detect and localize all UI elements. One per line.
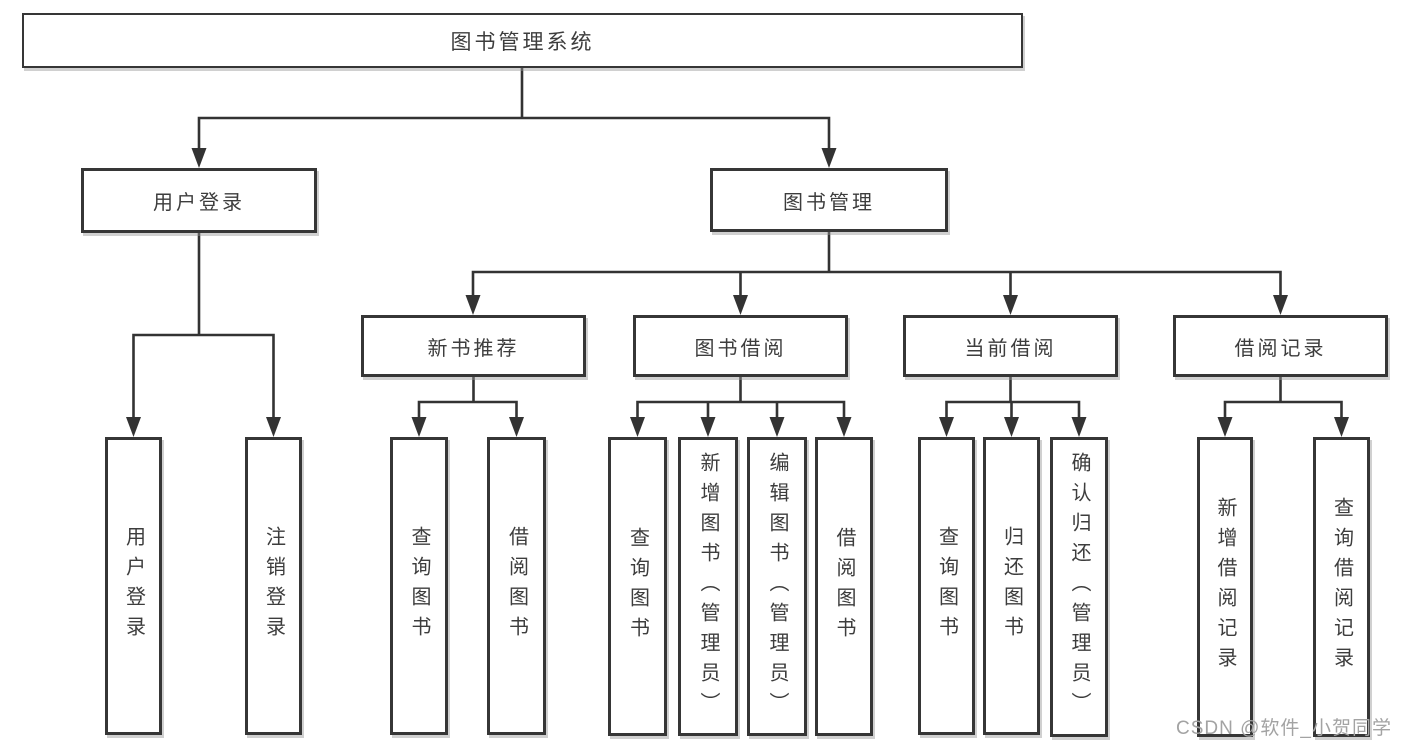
connector-records-to-leaves [1223,377,1343,420]
node-new-book-recommend: 新书推荐 [361,315,586,377]
arrowheads-records-leaves [1217,417,1349,437]
leaf-newbook-query: 查询图书 [390,437,448,735]
leaf-borrow-query-label: 查询图书 [626,526,649,647]
leaf-borrow-borrow-label: 借阅图书 [833,526,855,647]
leaf-record-query-label: 查询借阅记录 [1330,497,1353,677]
connector-root-to-level2 [197,68,831,150]
leaf-newbook-query-label: 查询图书 [408,526,430,646]
node-book-management-label: 图书管理 [783,191,875,214]
node-borrow-record: 借阅记录 [1173,315,1388,377]
node-borrow-record-label: 借阅记录 [1234,337,1327,360]
leaf-current-return: 归还图书 [983,437,1040,735]
leaf-logout-label: 注销登录 [262,526,285,646]
arrowheads-current-leaves [939,417,1087,437]
node-new-book-recommend-label: 新书推荐 [427,337,520,360]
connector-login-to-leaves [132,233,275,420]
arrowheads-level3 [465,295,1288,315]
leaf-borrow-borrow: 借阅图书 [815,437,873,736]
leaf-borrow-add-admin-label: 新增图书（管理员） [697,451,719,722]
node-current-borrow: 当前借阅 [903,315,1118,377]
csdn-watermark: CSDN @软件_小贺同学 [1176,718,1392,739]
leaf-record-query: 查询借阅记录 [1313,437,1370,737]
node-current-borrow-label: 当前借阅 [964,337,1057,360]
connector-manage-to-level3 [471,232,1282,298]
leaf-record-add-label: 新增借阅记录 [1214,497,1236,677]
node-root-label: 图书管理系统 [450,30,595,54]
leaf-newbook-borrow: 借阅图书 [487,437,546,735]
connector-borrow-to-leaves [636,377,846,420]
arrowheads-level2 [191,148,837,168]
connector-newbook-to-leaves [417,377,518,420]
leaf-current-confirm-admin: 确认归还（管理员） [1050,437,1108,737]
leaf-borrow-edit-admin-label: 编辑图书（管理员） [766,451,788,722]
leaf-newbook-borrow-label: 借阅图书 [505,526,528,646]
leaf-borrow-query: 查询图书 [608,437,667,736]
leaf-logout: 注销登录 [245,437,302,735]
node-book-borrow: 图书借阅 [633,315,848,377]
leaf-record-add: 新增借阅记录 [1197,437,1253,737]
connector-current-to-leaves [945,377,1081,420]
node-book-borrow-label: 图书借阅 [694,337,787,360]
leaf-borrow-add-admin: 新增图书（管理员） [678,437,738,736]
leaf-current-confirm-admin-label: 确认归还（管理员） [1068,452,1090,722]
leaf-borrow-edit-admin: 编辑图书（管理员） [747,437,807,736]
node-user-login: 用户登录 [81,168,317,233]
arrowheads-login-leaves [126,417,281,437]
leaf-current-query: 查询图书 [918,437,975,735]
node-root: 图书管理系统 [22,13,1023,68]
node-book-management: 图书管理 [710,168,948,232]
leaf-user-login: 用户登录 [105,437,162,735]
leaf-current-return-label: 归还图书 [1000,526,1023,646]
arrowheads-borrow-leaves [630,417,852,437]
node-user-login-label: 用户登录 [153,192,245,214]
leaf-current-query-label: 查询图书 [935,526,958,646]
arrowheads-newbook-leaves [411,417,524,437]
leaf-user-login-label: 用户登录 [122,526,145,646]
